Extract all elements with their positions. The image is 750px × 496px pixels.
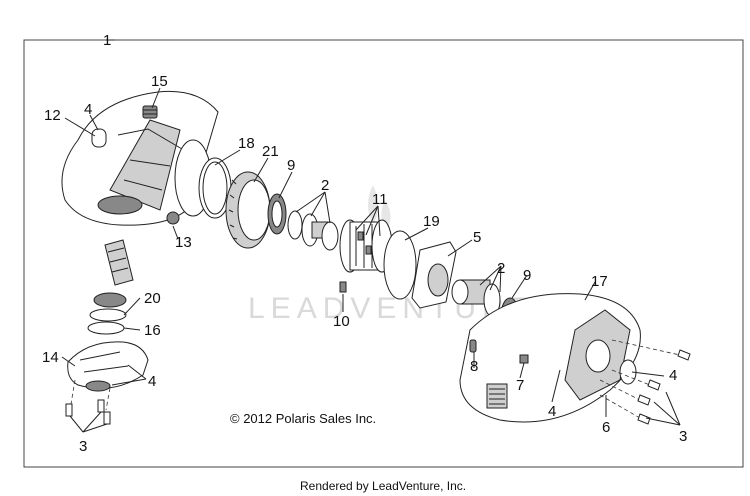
callout-18: 18: [238, 135, 255, 152]
callout-10: 10: [333, 313, 350, 330]
callout-21: 21: [262, 143, 279, 160]
callout-11: 11: [372, 191, 388, 208]
callout-15: 15: [151, 73, 168, 90]
callout-14: 14: [42, 349, 59, 366]
callout-3b: 3: [679, 428, 687, 445]
callout-labels: 1 15 12 4 18 21 9 2 11 19 5 2 9 17 13 20…: [42, 32, 687, 455]
callout-20: 20: [144, 290, 161, 307]
callout-3: 3: [79, 438, 87, 455]
callout-9b: 9: [523, 267, 531, 284]
copyright-text: © 2012 Polaris Sales Inc.: [230, 411, 376, 426]
callout-13: 13: [175, 234, 192, 251]
callout-7: 7: [516, 377, 524, 394]
footer-credit: Rendered by LeadVenture, Inc.: [300, 479, 466, 493]
callout-5: 5: [473, 229, 481, 246]
callout-8: 8: [470, 358, 478, 375]
diagram-frame: [23, 39, 744, 468]
ring-20: [89, 308, 127, 322]
shaft-washers: [287, 210, 339, 251]
callout-9: 9: [287, 157, 295, 174]
clutch-plate: [411, 241, 457, 309]
callout-2b: 2: [497, 260, 505, 277]
callout-4c: 4: [548, 403, 556, 420]
callout-6: 6: [602, 419, 610, 436]
pin-7: [519, 354, 529, 364]
rear-bolts: [599, 339, 691, 425]
vent-fitting: [142, 105, 158, 119]
lower-cover: [67, 341, 149, 392]
drain-plug: [166, 211, 180, 225]
gasket-19: [383, 230, 417, 300]
leader-lines: [61, 39, 681, 433]
bearing-9a: [267, 193, 287, 235]
callout-1: 1: [103, 32, 111, 49]
output-gear: [451, 279, 501, 317]
spring: [486, 383, 508, 409]
callout-4: 4: [84, 101, 92, 118]
ring-gear: [225, 171, 271, 249]
callout-16: 16: [144, 322, 161, 339]
key-10: [339, 281, 347, 293]
callout-4b: 4: [148, 373, 156, 390]
callout-12: 12: [44, 107, 61, 124]
callout-19: 19: [423, 213, 440, 230]
ring-16: [87, 321, 125, 335]
callout-4d: 4: [669, 367, 677, 384]
front-housing: [61, 90, 219, 226]
callout-2: 2: [321, 177, 329, 194]
dowel-pin: [469, 339, 477, 353]
pinion-shaft: [93, 239, 134, 308]
callout-17: 17: [591, 273, 608, 290]
